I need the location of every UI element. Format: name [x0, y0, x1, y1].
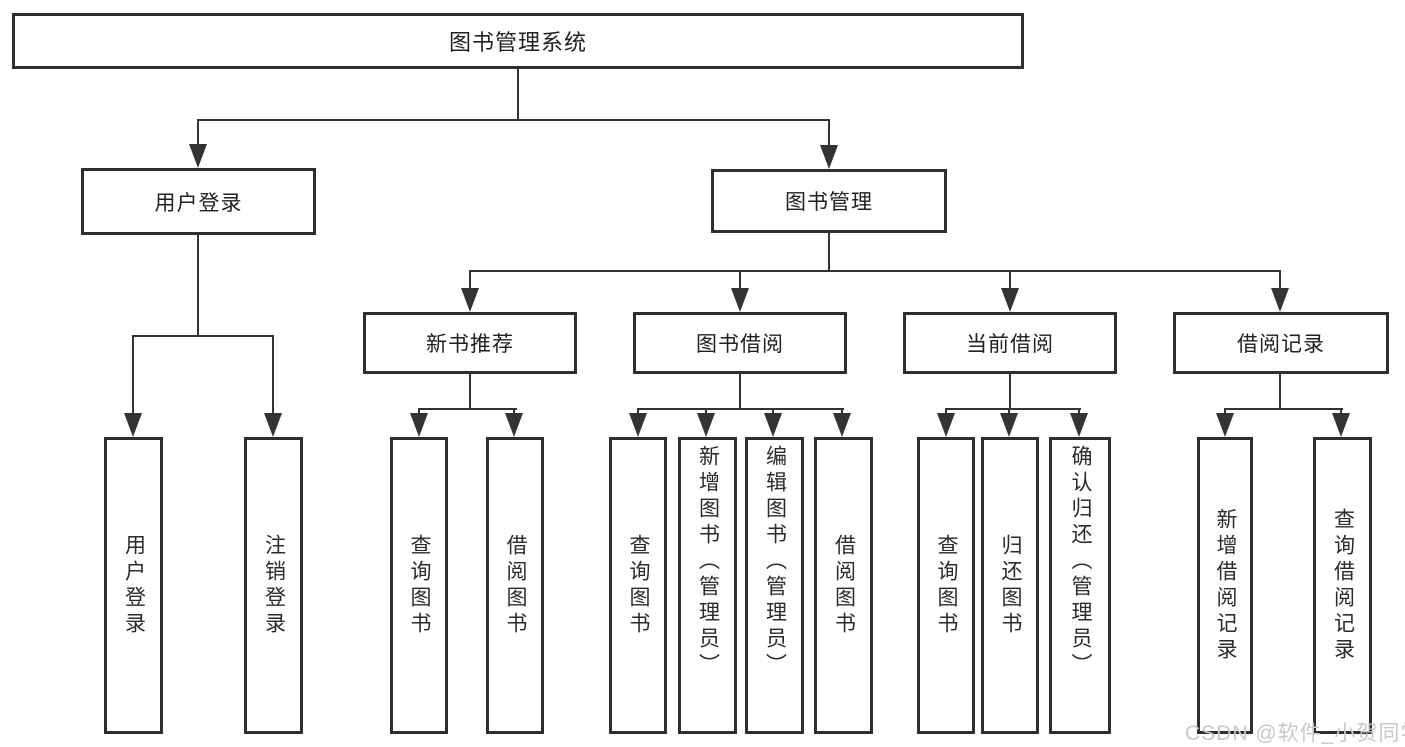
arrowhead-down-icon — [410, 413, 428, 437]
node-label: 图书管理 — [785, 191, 873, 214]
leaf-return-book: 归还图书 — [981, 437, 1039, 734]
leaf-label: 归还图书 — [999, 533, 1022, 638]
connector-line — [841, 408, 843, 416]
node-label: 用户登录 — [154, 191, 243, 215]
connector-line — [132, 335, 274, 337]
watermark: CSDN @软件_小贺同学 — [1185, 722, 1405, 745]
connector-line — [1279, 270, 1281, 290]
connector-line — [637, 408, 639, 416]
leaf-borrow-book-1: 借阅图书 — [486, 437, 544, 734]
connector-line — [1008, 408, 1010, 416]
leaf-query-book-2: 查询图书 — [609, 437, 667, 734]
arrowhead-down-icon — [833, 413, 851, 437]
connector-line — [132, 335, 134, 415]
arrowhead-down-icon — [1216, 413, 1234, 437]
connector-line — [469, 270, 1281, 272]
leaf-label: 借阅图书 — [832, 533, 856, 638]
connector-line — [1009, 374, 1011, 409]
leaf-label: 查询图书 — [408, 533, 431, 638]
connector-line — [197, 119, 199, 151]
leaf-edit-book-admin: 编辑图书（管理员） — [745, 437, 804, 734]
connector-line — [945, 408, 1081, 410]
arrowhead-down-icon — [1271, 288, 1289, 312]
node-label: 图书管理系统 — [448, 30, 587, 55]
connector-line — [637, 408, 844, 410]
leaf-label: 查询图书 — [627, 533, 650, 638]
arrowhead-down-icon — [697, 413, 715, 437]
node-borrow-records: 借阅记录 — [1173, 312, 1389, 374]
connector-line — [272, 335, 274, 415]
arrowhead-down-icon — [1070, 413, 1088, 437]
leaf-user-login: 用户登录 — [104, 437, 163, 734]
connector-line — [739, 374, 741, 409]
leaf-label: 注销登录 — [262, 533, 286, 638]
connector-line — [1224, 408, 1343, 410]
connector-line — [1279, 374, 1281, 409]
leaf-query-book-1: 查询图书 — [390, 437, 448, 734]
node-label: 新书推荐 — [426, 333, 514, 356]
arrowhead-down-icon — [937, 413, 955, 437]
arrowhead-down-icon — [505, 413, 523, 437]
connector-line — [469, 270, 471, 290]
leaf-label: 查询图书 — [935, 533, 958, 638]
node-label: 当前借阅 — [966, 333, 1054, 356]
connector-line — [772, 408, 774, 416]
connector-line — [1340, 408, 1342, 416]
node-current-borrow: 当前借阅 — [903, 312, 1117, 374]
connector-line — [705, 408, 707, 416]
node-new-book-recommend: 新书推荐 — [363, 312, 577, 374]
leaf-label: 编辑图书（管理员） — [763, 445, 787, 679]
connector-line — [469, 374, 471, 409]
arrowhead-down-icon — [629, 413, 647, 437]
node-book-management: 图书管理 — [711, 169, 947, 233]
leaf-borrow-book-2: 借阅图书 — [814, 437, 873, 734]
leaf-logout: 注销登录 — [244, 437, 303, 734]
node-label: 图书借阅 — [696, 333, 784, 356]
arrowhead-down-icon — [1332, 413, 1350, 437]
connector-line — [197, 235, 199, 336]
arrowhead-down-icon — [189, 144, 207, 168]
leaf-confirm-return-admin: 确认归还（管理员） — [1049, 437, 1111, 734]
arrowhead-down-icon — [264, 413, 282, 437]
node-user-login: 用户登录 — [81, 168, 316, 235]
node-book-borrow: 图书借阅 — [633, 312, 847, 374]
connector-line — [418, 408, 420, 416]
leaf-label: 查询借阅记录 — [1331, 507, 1355, 664]
leaf-query-book-3: 查询图书 — [917, 437, 975, 734]
leaf-query-borrow-record: 查询借阅记录 — [1313, 437, 1372, 734]
connector-line — [828, 119, 830, 151]
arrowhead-down-icon — [461, 288, 479, 312]
arrowhead-down-icon — [124, 413, 142, 437]
node-label: 借阅记录 — [1237, 333, 1325, 356]
arrowhead-down-icon — [764, 413, 782, 437]
connector-line — [945, 408, 947, 416]
leaf-label: 用户登录 — [122, 533, 146, 638]
connector-line — [828, 233, 830, 272]
connector-line — [197, 119, 830, 121]
arrowhead-down-icon — [731, 288, 749, 312]
arrowhead-down-icon — [1001, 288, 1019, 312]
connector-line — [517, 69, 519, 120]
connector-line — [739, 270, 741, 290]
leaf-label: 新增图书（管理员） — [696, 445, 720, 679]
leaf-label: 新增借阅记录 — [1214, 507, 1237, 664]
connector-line — [1078, 408, 1080, 416]
arrowhead-down-icon — [1000, 413, 1018, 437]
arrowhead-down-icon — [820, 145, 838, 169]
leaf-add-borrow-record: 新增借阅记录 — [1197, 437, 1253, 734]
leaf-label: 确认归还（管理员） — [1069, 445, 1092, 679]
leaf-label: 借阅图书 — [504, 533, 527, 638]
connector-line — [1009, 270, 1011, 290]
connector-line — [418, 408, 517, 410]
leaf-add-book-admin: 新增图书（管理员） — [678, 437, 737, 734]
connector-line — [1224, 408, 1226, 416]
connector-line — [513, 408, 515, 416]
node-root-library-system: 图书管理系统 — [12, 13, 1024, 69]
